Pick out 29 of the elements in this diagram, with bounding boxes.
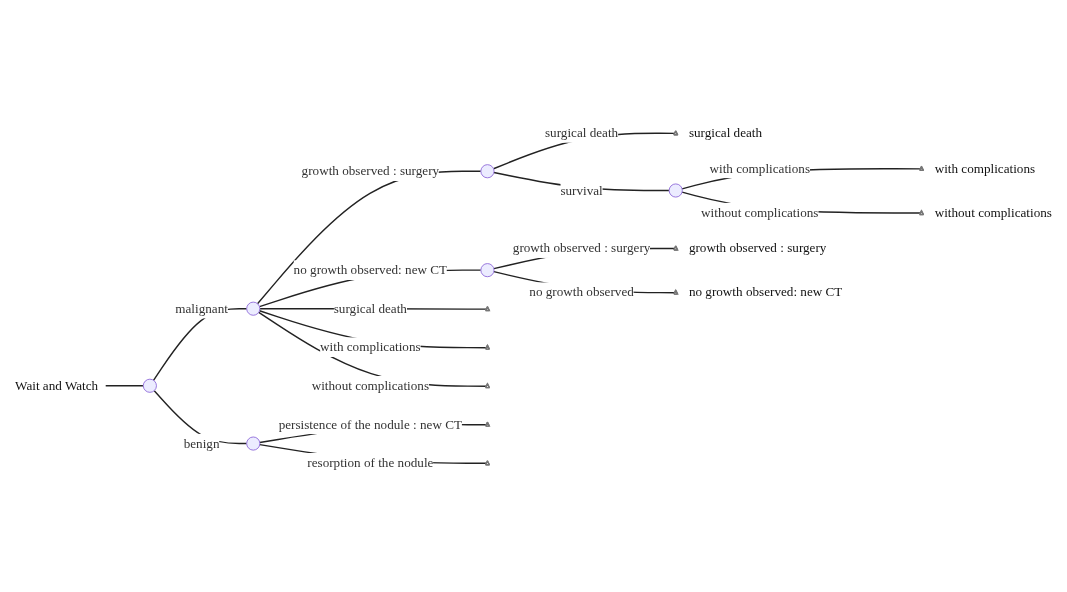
connector — [256, 170, 482, 305]
edge-label: no growth observed: new CT — [293, 263, 448, 278]
edge-label: growth observed : surgery — [301, 164, 440, 179]
edge-label: malignant — [175, 301, 228, 316]
edge-label: without complications — [311, 378, 430, 393]
connector — [105, 385, 144, 387]
node-label: no growth observed: new CT — [688, 285, 843, 300]
node-circle — [246, 436, 261, 451]
edge-label: resorption of the nodule — [307, 455, 434, 470]
node-label: without complications — [934, 205, 1052, 220]
node-label: with complications — [934, 161, 1036, 176]
edge-label: with complications — [320, 340, 421, 355]
node-label: surgical death — [688, 125, 763, 140]
edge-label: growth observed : surgery — [512, 241, 651, 256]
edge-label: survival — [560, 183, 603, 198]
node-circle — [246, 301, 261, 316]
node-circle — [142, 378, 157, 393]
edge-label: surgical death — [544, 125, 619, 140]
edge-label: no growth observed — [529, 285, 634, 300]
edge-label: surgical death — [333, 301, 407, 316]
node-label: growth observed : surgery — [688, 241, 827, 256]
node-circle — [480, 263, 495, 278]
edge-label: persistence of the nodule : new CT — [278, 417, 463, 432]
node-circle — [480, 164, 495, 179]
edge-label: benign — [183, 436, 220, 451]
node-circle — [668, 183, 683, 198]
edge-label: without complications — [701, 205, 819, 220]
node-text: Wait and Watch — [15, 378, 99, 393]
edge-label: with complications — [709, 161, 811, 176]
